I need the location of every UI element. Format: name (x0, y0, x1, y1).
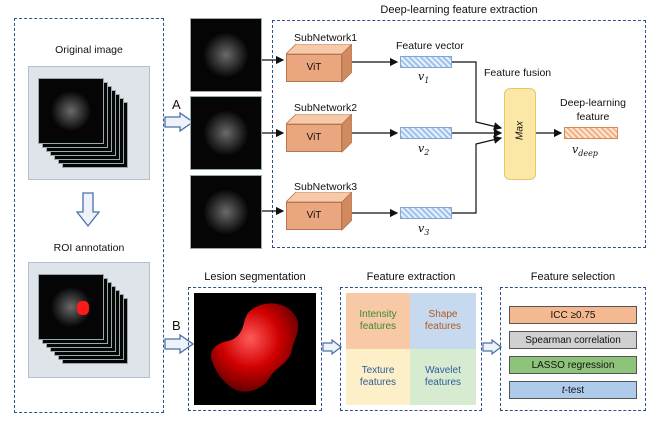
feature-vector-3 (400, 207, 452, 219)
right-arrow-b-icon (164, 334, 194, 354)
deep-feature-label-2: feature (576, 111, 610, 123)
subnetwork-3-label: SubNetwork3 (294, 181, 358, 193)
v3-subscript: 3 (424, 228, 430, 238)
icc-step-text: ICC ≥0.75 (550, 309, 596, 321)
lesion-shape-icon (210, 303, 299, 392)
lesion-segmentation-label: Lesion segmentation (204, 271, 306, 283)
wavelet-features-text: Wavelet features (424, 364, 462, 389)
deep-feature-vector (564, 127, 618, 139)
branch-a-label: A (172, 97, 181, 112)
feature-vector-2 (400, 127, 452, 139)
icc-step: ICC ≥0.75 (509, 306, 637, 324)
subnetwork-1-label: SubNetwork1 (294, 32, 358, 44)
feature-vector-label: Feature vector (396, 40, 464, 52)
v1-subscript: 1 (424, 76, 430, 86)
input-panel (14, 18, 164, 413)
deep-feature-label-1: Deep-learning (560, 97, 626, 109)
vit-label-1: ViT (306, 62, 322, 73)
spearman-step-text: Spearman correlation (525, 334, 621, 346)
vit-block-3: ViT (286, 202, 342, 230)
right-arrow-d-icon (482, 339, 502, 355)
lesion-panel (188, 287, 322, 411)
feature-extraction-label: Feature extraction (366, 271, 456, 283)
t-test-step: t-test (509, 381, 637, 399)
original-image-label: Original image (55, 44, 123, 56)
right-arrow-c-icon (322, 339, 342, 355)
shape-features-text: Shape features (424, 308, 462, 333)
lasso-step: LASSO regression (509, 356, 637, 374)
v3-symbol: v3 (418, 222, 430, 238)
right-arrow-a-icon (164, 112, 194, 132)
t-test-step-text: t-test (561, 384, 585, 396)
vit-cube-2-top (286, 114, 352, 153)
branch-b-label: B (172, 318, 181, 333)
wavelet-features-cell: Wavelet features (410, 349, 476, 405)
roi-annotation-label: ROI annotation (53, 242, 125, 254)
feature-extraction-panel (340, 287, 482, 411)
feature-vector-1 (400, 56, 452, 68)
v2-symbol: v2 (418, 142, 430, 158)
stack-slice (38, 274, 104, 340)
v1-label: v1 (418, 70, 429, 85)
scan-slice-2 (190, 96, 262, 170)
v2-subscript: 2 (424, 148, 430, 158)
v2-label: v2 (418, 142, 429, 157)
scan-slice-3 (190, 175, 262, 249)
diagram-title: Deep-learning feature extraction (380, 4, 538, 16)
v-deep-subscript: deep (578, 149, 598, 159)
v-deep-label: vdeep (572, 143, 598, 158)
feature-selection-panel (500, 287, 646, 411)
vit-block-1: ViT (286, 54, 342, 82)
intensity-features-text: Intensity features (359, 308, 397, 333)
max-fusion-block: Max (504, 88, 536, 180)
lesion-render (194, 293, 316, 405)
v-deep-symbol: v (572, 143, 579, 156)
deep-feature-panel (272, 20, 646, 248)
vit-block-2: ViT (286, 124, 342, 152)
t-test-italic: t (561, 384, 565, 396)
intensity-features-cell: Intensity features (346, 293, 410, 349)
feature-fusion-label: Feature fusion (484, 67, 552, 79)
feature-selection-label: Feature selection (530, 271, 616, 283)
vit-label-2: ViT (306, 132, 322, 143)
scan-slice-1 (190, 18, 262, 92)
stack-slice (38, 78, 104, 144)
subnetwork-2-label: SubNetwork2 (294, 102, 358, 114)
spearman-step: Spearman correlation (509, 331, 637, 349)
top-connectors (262, 55, 563, 218)
shape-features-cell: Shape features (410, 293, 476, 349)
down-arrow-icon (76, 192, 100, 228)
roi-marker (77, 301, 89, 315)
lasso-step-text: LASSO regression (531, 359, 615, 371)
texture-features-cell: Texture features (346, 349, 410, 405)
texture-features-text: Texture features (359, 364, 397, 389)
vit-label-3: ViT (306, 210, 322, 221)
v1-symbol: v1 (418, 70, 430, 86)
v3-label: v3 (418, 222, 429, 237)
